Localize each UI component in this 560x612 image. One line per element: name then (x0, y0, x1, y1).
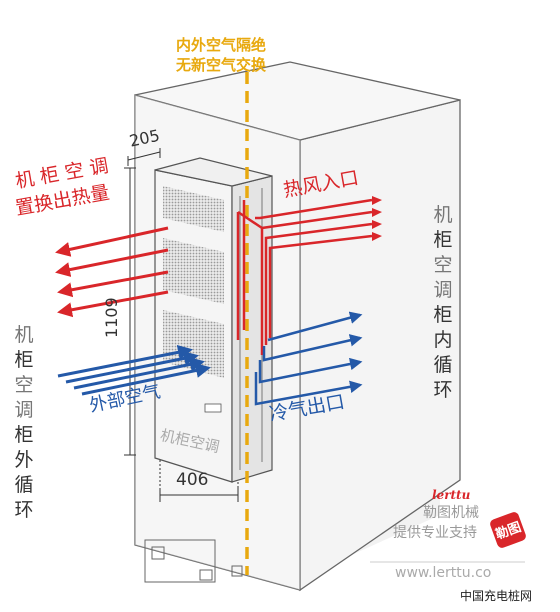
brand-stamp: 勒图 (370, 512, 526, 563)
separator-label-1: 内外空气隔绝 (176, 36, 267, 54)
hot-air-in-arrows (236, 196, 382, 355)
brand-logo: lerttu (432, 488, 471, 502)
watermark-line2: 提供专业支持 (393, 525, 477, 541)
hot-air-out-arrows (55, 226, 169, 318)
outside-air-in-arrows (57, 344, 211, 396)
width-dimension: 406 (176, 470, 209, 490)
vent-grille-middle (163, 238, 224, 304)
watermark-url: www.lerttu.co (395, 565, 492, 581)
site-watermark: 中国充电桩网 (460, 589, 533, 603)
control-panel (204, 403, 222, 413)
outer-loop-text: 机柜空调柜外循环 (14, 324, 34, 521)
cold-air-out-arrows (254, 311, 363, 406)
watermark-line1: 勒图机械 (423, 505, 479, 521)
height-dimension: 1109 (102, 297, 121, 338)
inner-loop-text: 机柜空调柜内循环 (433, 204, 453, 401)
vent-grille-top (163, 186, 224, 232)
outer-loop-label: 机柜空调柜外循环 (12, 323, 36, 523)
dimension-lines (124, 148, 239, 502)
separator-label-2: 无新空气交换 (176, 56, 267, 74)
inner-loop-label: 机柜空调柜内循环 (431, 203, 455, 403)
